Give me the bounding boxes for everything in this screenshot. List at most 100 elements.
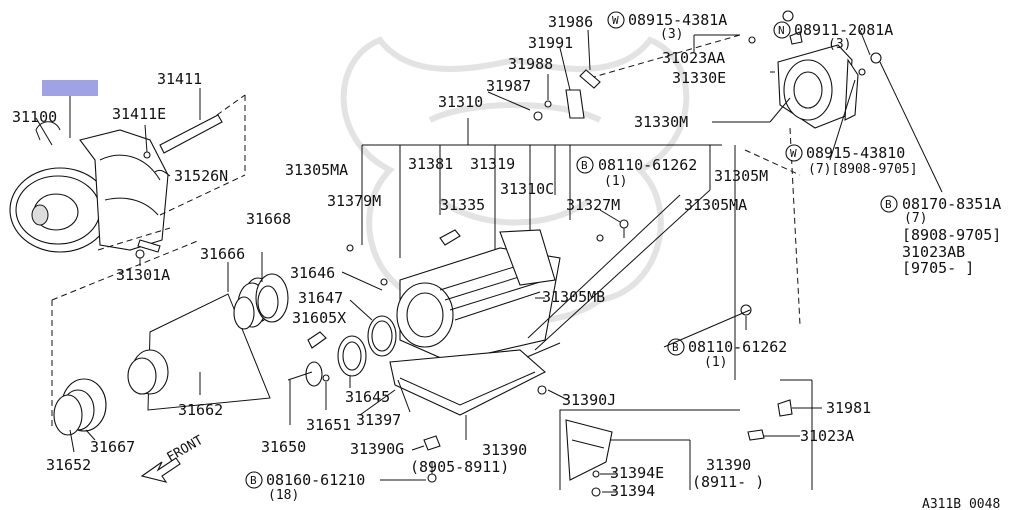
label-31327m: 31327M: [566, 196, 620, 214]
label-31023aa: 31023AA: [662, 49, 725, 67]
label-31305mb: 31305MB: [542, 288, 605, 306]
label-08915-43810-qty: (7)[8908-9705]: [808, 162, 918, 177]
drain-plug: [537, 385, 547, 395]
label-31023ab: 31023AB: [902, 243, 965, 261]
label-31310c: 31310C: [500, 180, 554, 198]
label-31330e: 31330E: [672, 69, 726, 87]
label-31394e: 31394E: [610, 464, 664, 482]
label-08915-4381a: 08915-4381A: [628, 11, 727, 29]
bracket-31981: [777, 399, 793, 417]
tube-31381: [439, 229, 461, 246]
label-31305ma-b: 31305MA: [684, 196, 747, 214]
badge-b: B: [885, 198, 892, 211]
oil-pan-variant: [565, 419, 613, 481]
oil-pan-inset: [559, 409, 740, 497]
label-31305m: 31305M: [714, 167, 768, 185]
torque-converter-assembly: [9, 80, 246, 430]
label-31390: 31390: [482, 441, 527, 459]
label-31381: 31381: [408, 155, 453, 173]
label-31650: 31650: [261, 438, 306, 456]
label-08110-61262-b: 08110-61262: [688, 338, 787, 356]
oil-pan: [389, 349, 546, 416]
bracket-31991: [565, 89, 585, 119]
leader-lines: [341, 29, 871, 481]
rear-extension-group: [533, 10, 943, 490]
label-31379m: 31379M: [327, 192, 381, 210]
label-08110-61262-a: 08110-61262: [598, 156, 697, 174]
label-08911-2081a-qty: (3): [828, 37, 851, 52]
reference-code: A311B 0048: [922, 497, 1000, 510]
input-shaft: [159, 114, 223, 154]
label-31023ab-range: [9705- ]: [902, 259, 974, 277]
label-31646: 31646: [290, 264, 335, 282]
label-31986: 31986: [548, 13, 593, 31]
bracket-31390g: [423, 435, 441, 451]
badge-b: B: [581, 159, 588, 172]
label-08915-4381a-qty: (3): [660, 27, 683, 42]
label-08160-61210-qty: (18): [268, 488, 299, 503]
label-31310: 31310: [438, 93, 483, 111]
label-31666: 31666: [200, 245, 245, 263]
oil-seal-31650: [305, 361, 323, 387]
converter-housing: [79, 129, 169, 251]
badge-n: N: [778, 24, 785, 37]
label-31667: 31667: [90, 438, 135, 456]
label-31335: 31335: [440, 196, 485, 214]
ref-badges: W N W B B B B: [245, 11, 898, 489]
label-08911-2081a: 08911-2081A: [794, 21, 893, 39]
bolt-31301a: [137, 239, 161, 253]
label-08160-61210: 08160-61210: [266, 471, 365, 489]
label-31301a: 31301A: [116, 266, 170, 284]
label-31394: 31394: [610, 482, 655, 500]
bolt-08170: [870, 52, 882, 64]
label-08110-61262-b-qty: (1): [704, 355, 727, 370]
label-08170-range: [8908-9705]: [902, 226, 1001, 244]
label-31390j: 31390J: [562, 391, 616, 409]
label-31988: 31988: [508, 55, 553, 73]
label-08915-43810: 08915-43810: [806, 144, 905, 162]
label-31526n: 31526N: [174, 167, 228, 185]
highlight-box[interactable]: [42, 80, 98, 96]
badge-w: W: [790, 147, 797, 160]
label-31390-b-range: (8911- ): [692, 473, 764, 491]
label-31651: 31651: [306, 416, 351, 434]
oil-pump-group: [53, 252, 289, 483]
label-31981: 31981: [826, 399, 871, 417]
badge-b: B: [672, 341, 679, 354]
label-31991: 31991: [528, 34, 573, 52]
part-labels: 31100 31411 31411E 31526N 31301A 31668 3…: [12, 11, 1001, 510]
label-31652: 31652: [46, 456, 91, 474]
pin-31986: [579, 69, 601, 89]
transmission-case: [287, 118, 736, 483]
badge-b: B: [250, 474, 257, 487]
case-gasket: [499, 229, 556, 286]
o-ring: [143, 151, 151, 159]
label-31411: 31411: [157, 70, 202, 88]
badge-w: W: [612, 14, 619, 27]
front-arrow: [140, 457, 181, 483]
label-08110-61262-a-qty: (1): [604, 174, 627, 189]
label-31605x: 31605X: [292, 309, 346, 327]
label-31987: 31987: [486, 77, 531, 95]
label-31330m: 31330M: [634, 113, 688, 131]
label-31647: 31647: [298, 289, 343, 307]
clip-31605x: [307, 331, 327, 349]
bolt-31023a: [747, 429, 765, 441]
label-31390g: 31390G: [350, 440, 404, 458]
label-31390-range: (8905-8911): [410, 458, 509, 476]
label-31305ma-a: 31305MA: [285, 161, 348, 179]
label-08170-8351a: 08170-8351A: [902, 195, 1001, 213]
label-31668: 31668: [246, 210, 291, 228]
label-31390-b: 31390: [706, 456, 751, 474]
label-08170-8351a-qty: (7): [904, 211, 927, 226]
label-31319: 31319: [470, 155, 515, 173]
label-31100: 31100: [12, 108, 57, 126]
label-front: FRONT: [165, 433, 207, 466]
label-31023a: 31023A: [800, 427, 854, 445]
label-31397: 31397: [356, 411, 401, 429]
label-31662: 31662: [178, 401, 223, 419]
label-31411e: 31411E: [112, 105, 166, 123]
label-31645: 31645: [345, 388, 390, 406]
